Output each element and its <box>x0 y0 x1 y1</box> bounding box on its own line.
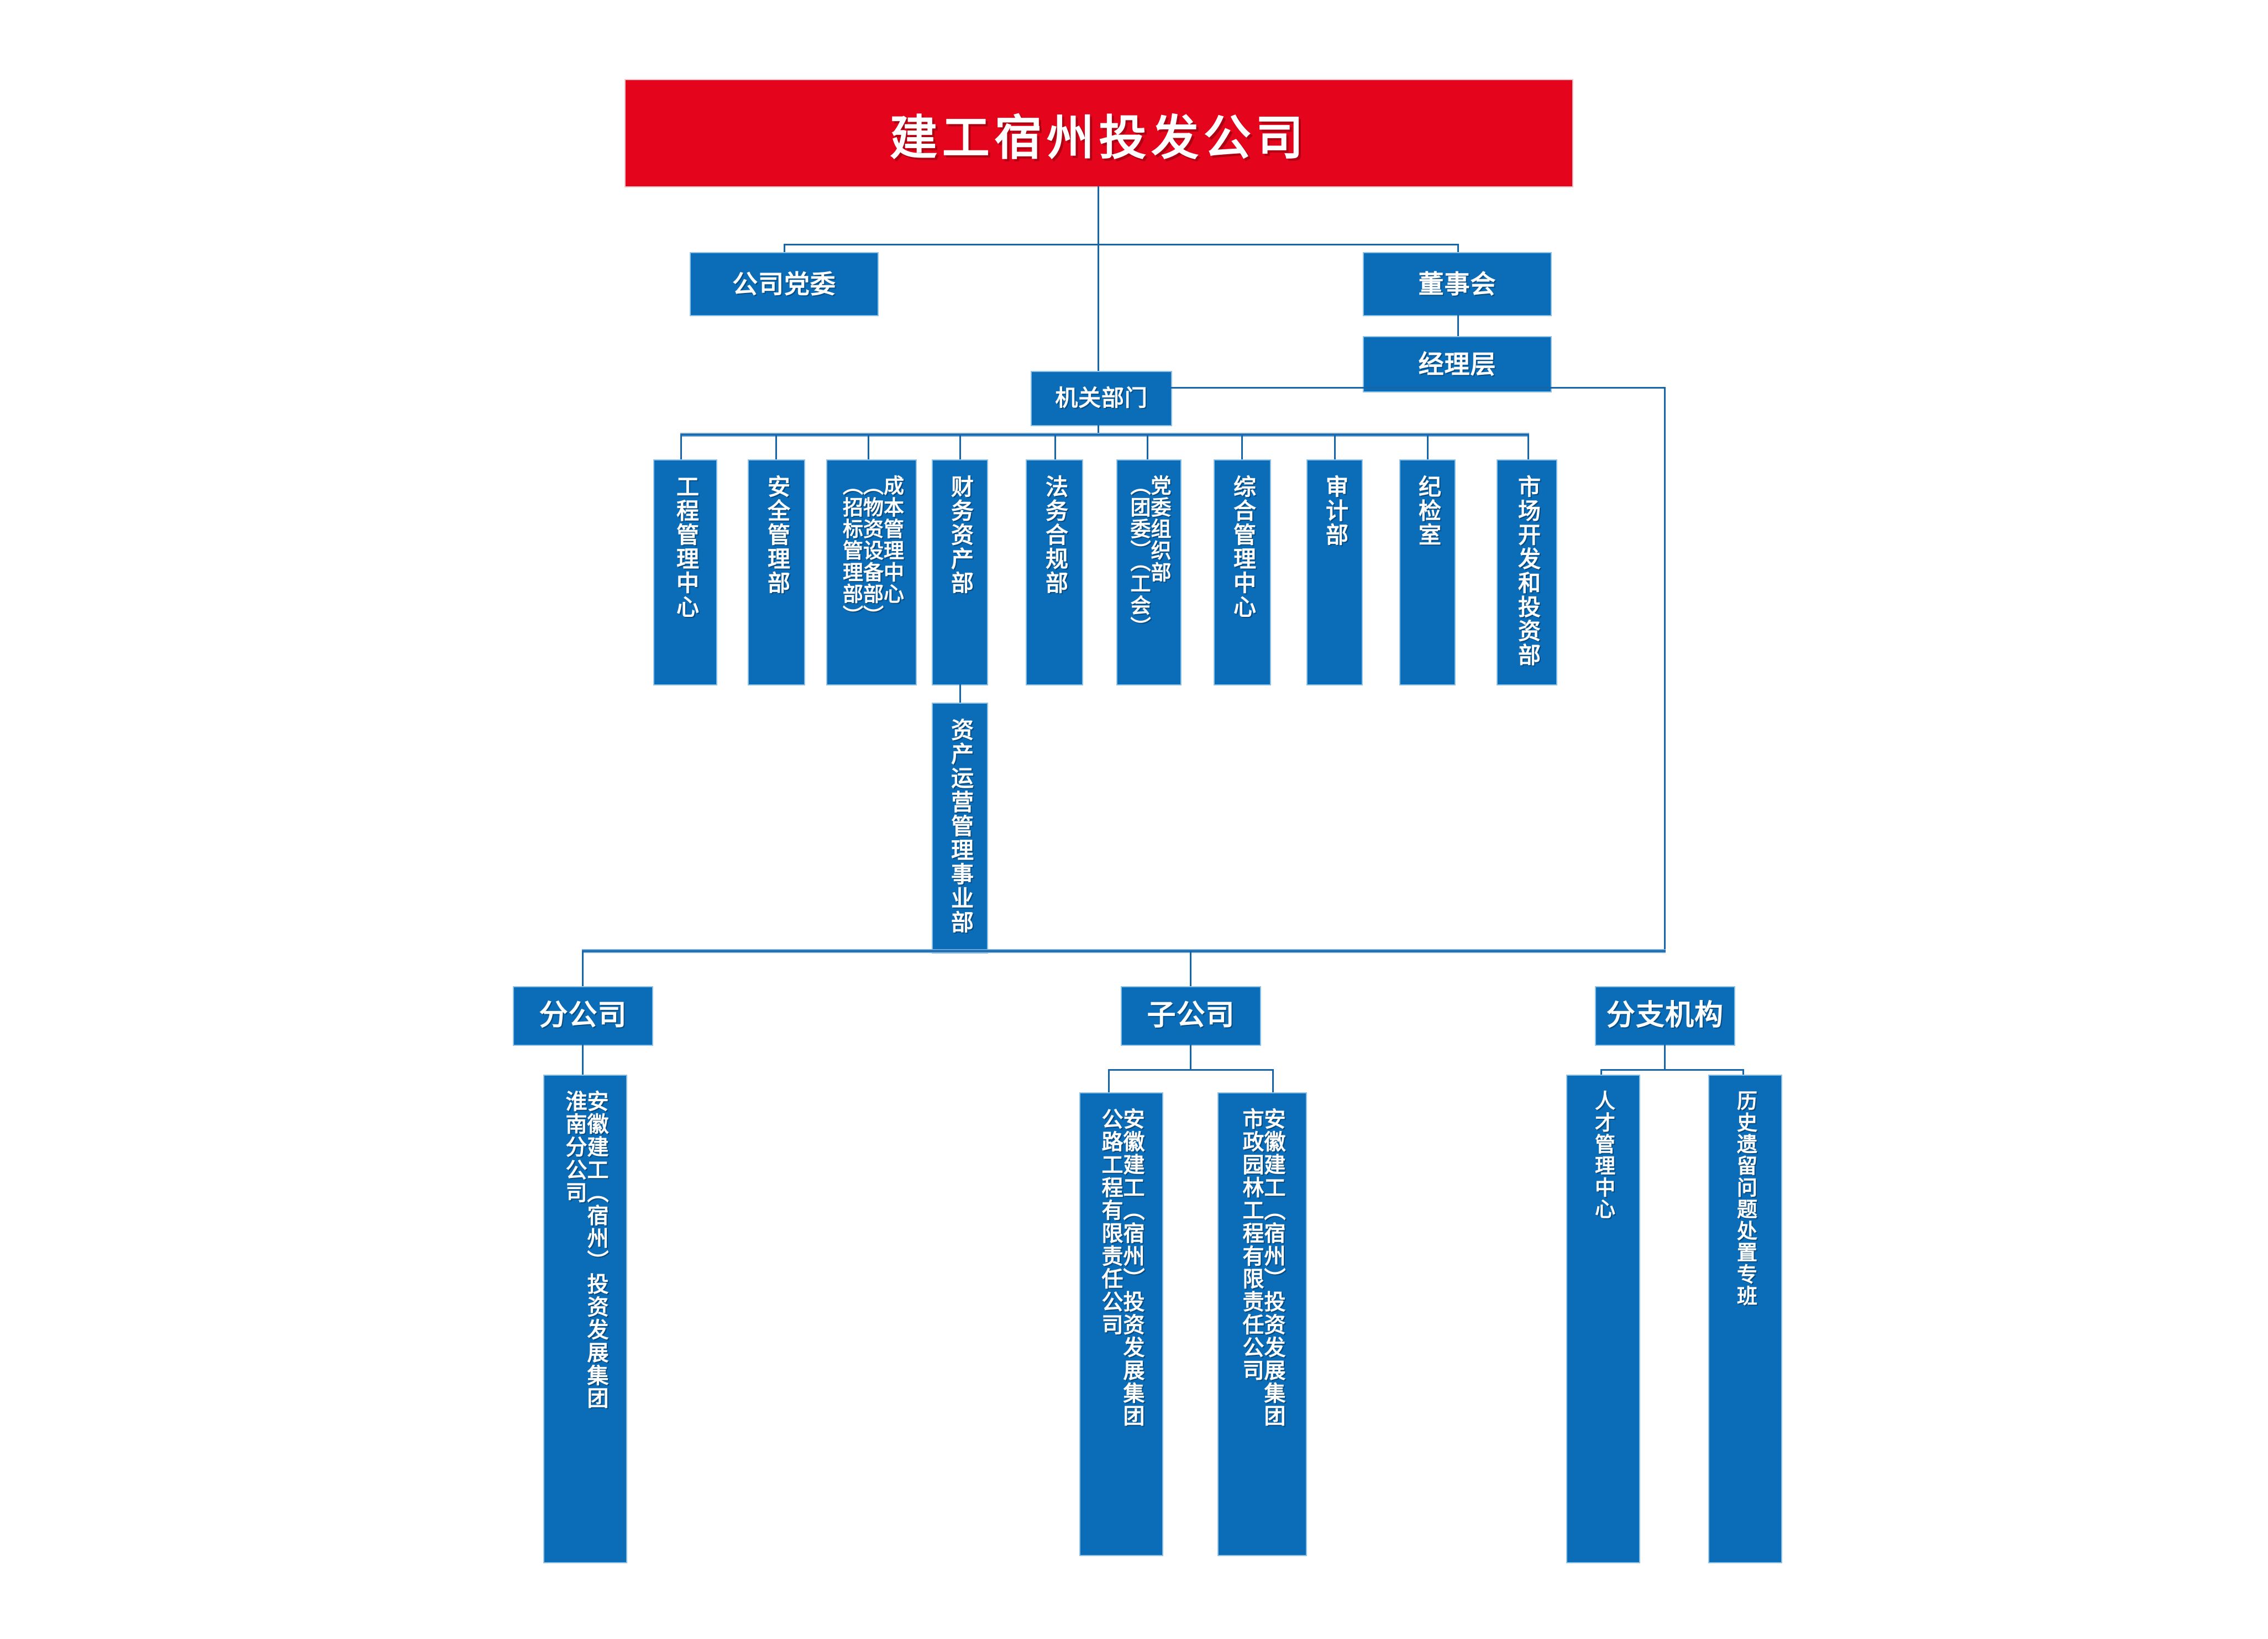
node-leaf-talent-management-center: 人才管理中心 <box>1567 1076 1639 1562</box>
node-group-branch-company: 分公司 <box>514 987 652 1045</box>
dept-line-1: 工程管理中心 <box>673 475 699 619</box>
connector-level2-bus <box>784 244 1459 245</box>
connector-dept-drop-8 <box>1334 435 1336 460</box>
node-asset-operation-management-division: 资产运营管理事业部 <box>933 704 987 952</box>
vertical-text-wrap: 资产运营管理事业部 <box>933 718 987 952</box>
connector-branch-institution-stem <box>1664 1045 1666 1069</box>
connector-dept-drop-4 <box>959 435 961 460</box>
node-department-general-management-center: 综合管理中心 <box>1215 460 1270 684</box>
leaf-line-1: 安徽建工（宿州）投资发展集团 <box>1261 1108 1285 1428</box>
leaf-line-1: 历史遗留问题处置专班 <box>1734 1090 1757 1307</box>
group-subsidiary-label: 子公司 <box>1147 999 1235 1032</box>
node-department-safety-management: 安全管理部 <box>749 460 804 684</box>
dept-line-1: 法务合规部 <box>1042 475 1068 595</box>
node-group-branch-institution: 分支机构 <box>1596 987 1734 1045</box>
connector-dept-drop-2 <box>775 435 777 460</box>
connector-organ-right-run <box>1171 387 1666 389</box>
leaf-line-1: 人才管理中心 <box>1592 1090 1615 1221</box>
dept-line-1: 市场开发和投资部 <box>1514 475 1540 667</box>
dept-line-1: 审计部 <box>1322 475 1348 547</box>
connector-dept-drop-5 <box>1054 435 1056 460</box>
connector-branch-company-stem <box>582 1045 584 1076</box>
node-leaf-highway-engineering-co: 安徽建工（宿州）投资发展集团 公路工程有限责任公司 <box>1080 1093 1162 1555</box>
dept-line-1: 党委组织部 <box>1148 475 1170 584</box>
connector-dept-drop-6 <box>1147 435 1148 460</box>
vertical-text-wrap: 安徽建工（宿州）投资发展集团 市政园林工程有限责任公司 <box>1219 1108 1306 1555</box>
leaf-line-2: 淮南分公司 <box>563 1090 586 1205</box>
dept-line-1: 综合管理中心 <box>1230 475 1256 619</box>
leaf-line-2: 公路工程有限责任公司 <box>1099 1108 1122 1337</box>
vertical-text-wrap: 人才管理中心 <box>1567 1090 1639 1562</box>
vertical-text-wrap: 安徽建工（宿州）投资发展集团 公路工程有限责任公司 <box>1080 1108 1162 1555</box>
node-leaf-municipal-landscape-engineering-co: 安徽建工（宿州）投资发展集团 市政园林工程有限责任公司 <box>1219 1093 1306 1555</box>
vertical-text-wrap: 法务合规部 <box>1027 475 1082 684</box>
node-management-layer-label: 经理层 <box>1418 349 1497 379</box>
node-department-audit: 审计部 <box>1308 460 1362 684</box>
node-department-discipline-inspection: 纪检室 <box>1400 460 1455 684</box>
node-department-legal-compliance: 法务合规部 <box>1027 460 1082 684</box>
vertical-text-wrap: 综合管理中心 <box>1215 475 1270 684</box>
node-department-market-development-investment: 市场开发和投资部 <box>1498 460 1556 684</box>
vertical-text-wrap: 安徽建工（宿州）投资发展集团 淮南分公司 <box>544 1090 626 1562</box>
connector-subsidiary-drop-2 <box>1272 1069 1274 1093</box>
node-party-committee: 公司党委 <box>691 253 878 315</box>
dept-line-1: 纪检室 <box>1415 475 1441 547</box>
node-leaf-huainan-branch: 安徽建工（宿州）投资发展集团 淮南分公司 <box>544 1076 626 1562</box>
leaf-line-1: 安徽建工（宿州）投资发展集团 <box>1120 1108 1144 1428</box>
connector-subsidiary-drop-1 <box>1108 1069 1110 1093</box>
node-organ-departments-label: 机关部门 <box>1055 385 1148 411</box>
connector-bottom-bus <box>582 949 1666 953</box>
connector-organ-stem <box>1098 425 1099 435</box>
connector-right-vertical-run <box>1664 387 1666 949</box>
connector-board-to-management <box>1457 315 1459 337</box>
connector-root-to-departments <box>1098 244 1099 372</box>
connector-subsidiary-fork <box>1108 1069 1274 1071</box>
vertical-text-wrap: 党委组织部 （团委）（工会） <box>1117 475 1180 684</box>
dept-line-1: 成本管理中心 <box>880 475 904 605</box>
node-department-engineering-management-center: 工程管理中心 <box>654 460 716 684</box>
leaf-line-1: 安徽建工（宿州）投资发展集团 <box>584 1090 608 1410</box>
dept-line-1: 财务资产部 <box>947 475 973 595</box>
node-department-cost-management-center: 成本管理中心 （物资设备部） （招标管理部） <box>827 460 916 684</box>
root-node-label: 建工宿州投发公司 <box>890 111 1308 165</box>
leaf-line-2: 市政园林工程有限责任公司 <box>1240 1108 1263 1383</box>
vertical-text-wrap: 安全管理部 <box>749 475 804 684</box>
root-node-company: 建工宿州投发公司 <box>626 80 1572 186</box>
connector-finance-to-asset-ops <box>959 684 961 704</box>
dept-line-2: （物资设备部） <box>860 475 883 627</box>
connector-dept-drop-7 <box>1241 435 1243 460</box>
sub-dept-line-1: 资产运营管理事业部 <box>947 718 973 935</box>
group-branch-institution-label: 分支机构 <box>1606 999 1724 1032</box>
vertical-text-wrap: 历史遗留问题处置专班 <box>1709 1090 1781 1562</box>
connector-dept-drop-3 <box>868 435 869 460</box>
connector-dept-drop-1 <box>680 435 682 460</box>
dept-line-2: （团委）（工会） <box>1127 475 1150 638</box>
connector-branch-drop <box>582 951 584 987</box>
node-board-of-directors: 董事会 <box>1364 253 1551 315</box>
node-organ-departments: 机关部门 <box>1032 372 1171 425</box>
vertical-text-wrap: 纪检室 <box>1400 475 1455 684</box>
vertical-text-wrap: 财务资产部 <box>933 475 987 684</box>
dept-line-3: （招标管理部） <box>839 475 863 627</box>
connector-subsidiary-drop <box>1190 951 1191 987</box>
dept-line-1: 安全管理部 <box>764 475 790 595</box>
connector-department-bus <box>680 433 1529 437</box>
node-group-subsidiary: 子公司 <box>1122 987 1260 1045</box>
vertical-text-wrap: 市场开发和投资部 <box>1498 475 1556 684</box>
node-leaf-legacy-issues-task-force: 历史遗留问题处置专班 <box>1709 1076 1781 1562</box>
node-department-party-organization: 党委组织部 （团委）（工会） <box>1117 460 1180 684</box>
node-management-layer: 经理层 <box>1364 337 1551 391</box>
node-board-label: 董事会 <box>1418 269 1497 299</box>
connector-root-stem <box>1098 186 1099 244</box>
connector-dept-drop-9 <box>1427 435 1429 460</box>
group-branch-company-label: 分公司 <box>539 999 627 1032</box>
connector-subsidiary-stem <box>1190 1045 1191 1069</box>
node-department-finance-assets: 财务资产部 <box>933 460 987 684</box>
connector-dept-drop-10 <box>1527 435 1529 460</box>
vertical-text-wrap: 工程管理中心 <box>654 475 716 684</box>
vertical-text-wrap: 成本管理中心 （物资设备部） （招标管理部） <box>827 475 916 684</box>
node-party-committee-label: 公司党委 <box>732 269 836 299</box>
vertical-text-wrap: 审计部 <box>1308 475 1362 684</box>
connector-branch-institution-fork <box>1600 1069 1744 1071</box>
